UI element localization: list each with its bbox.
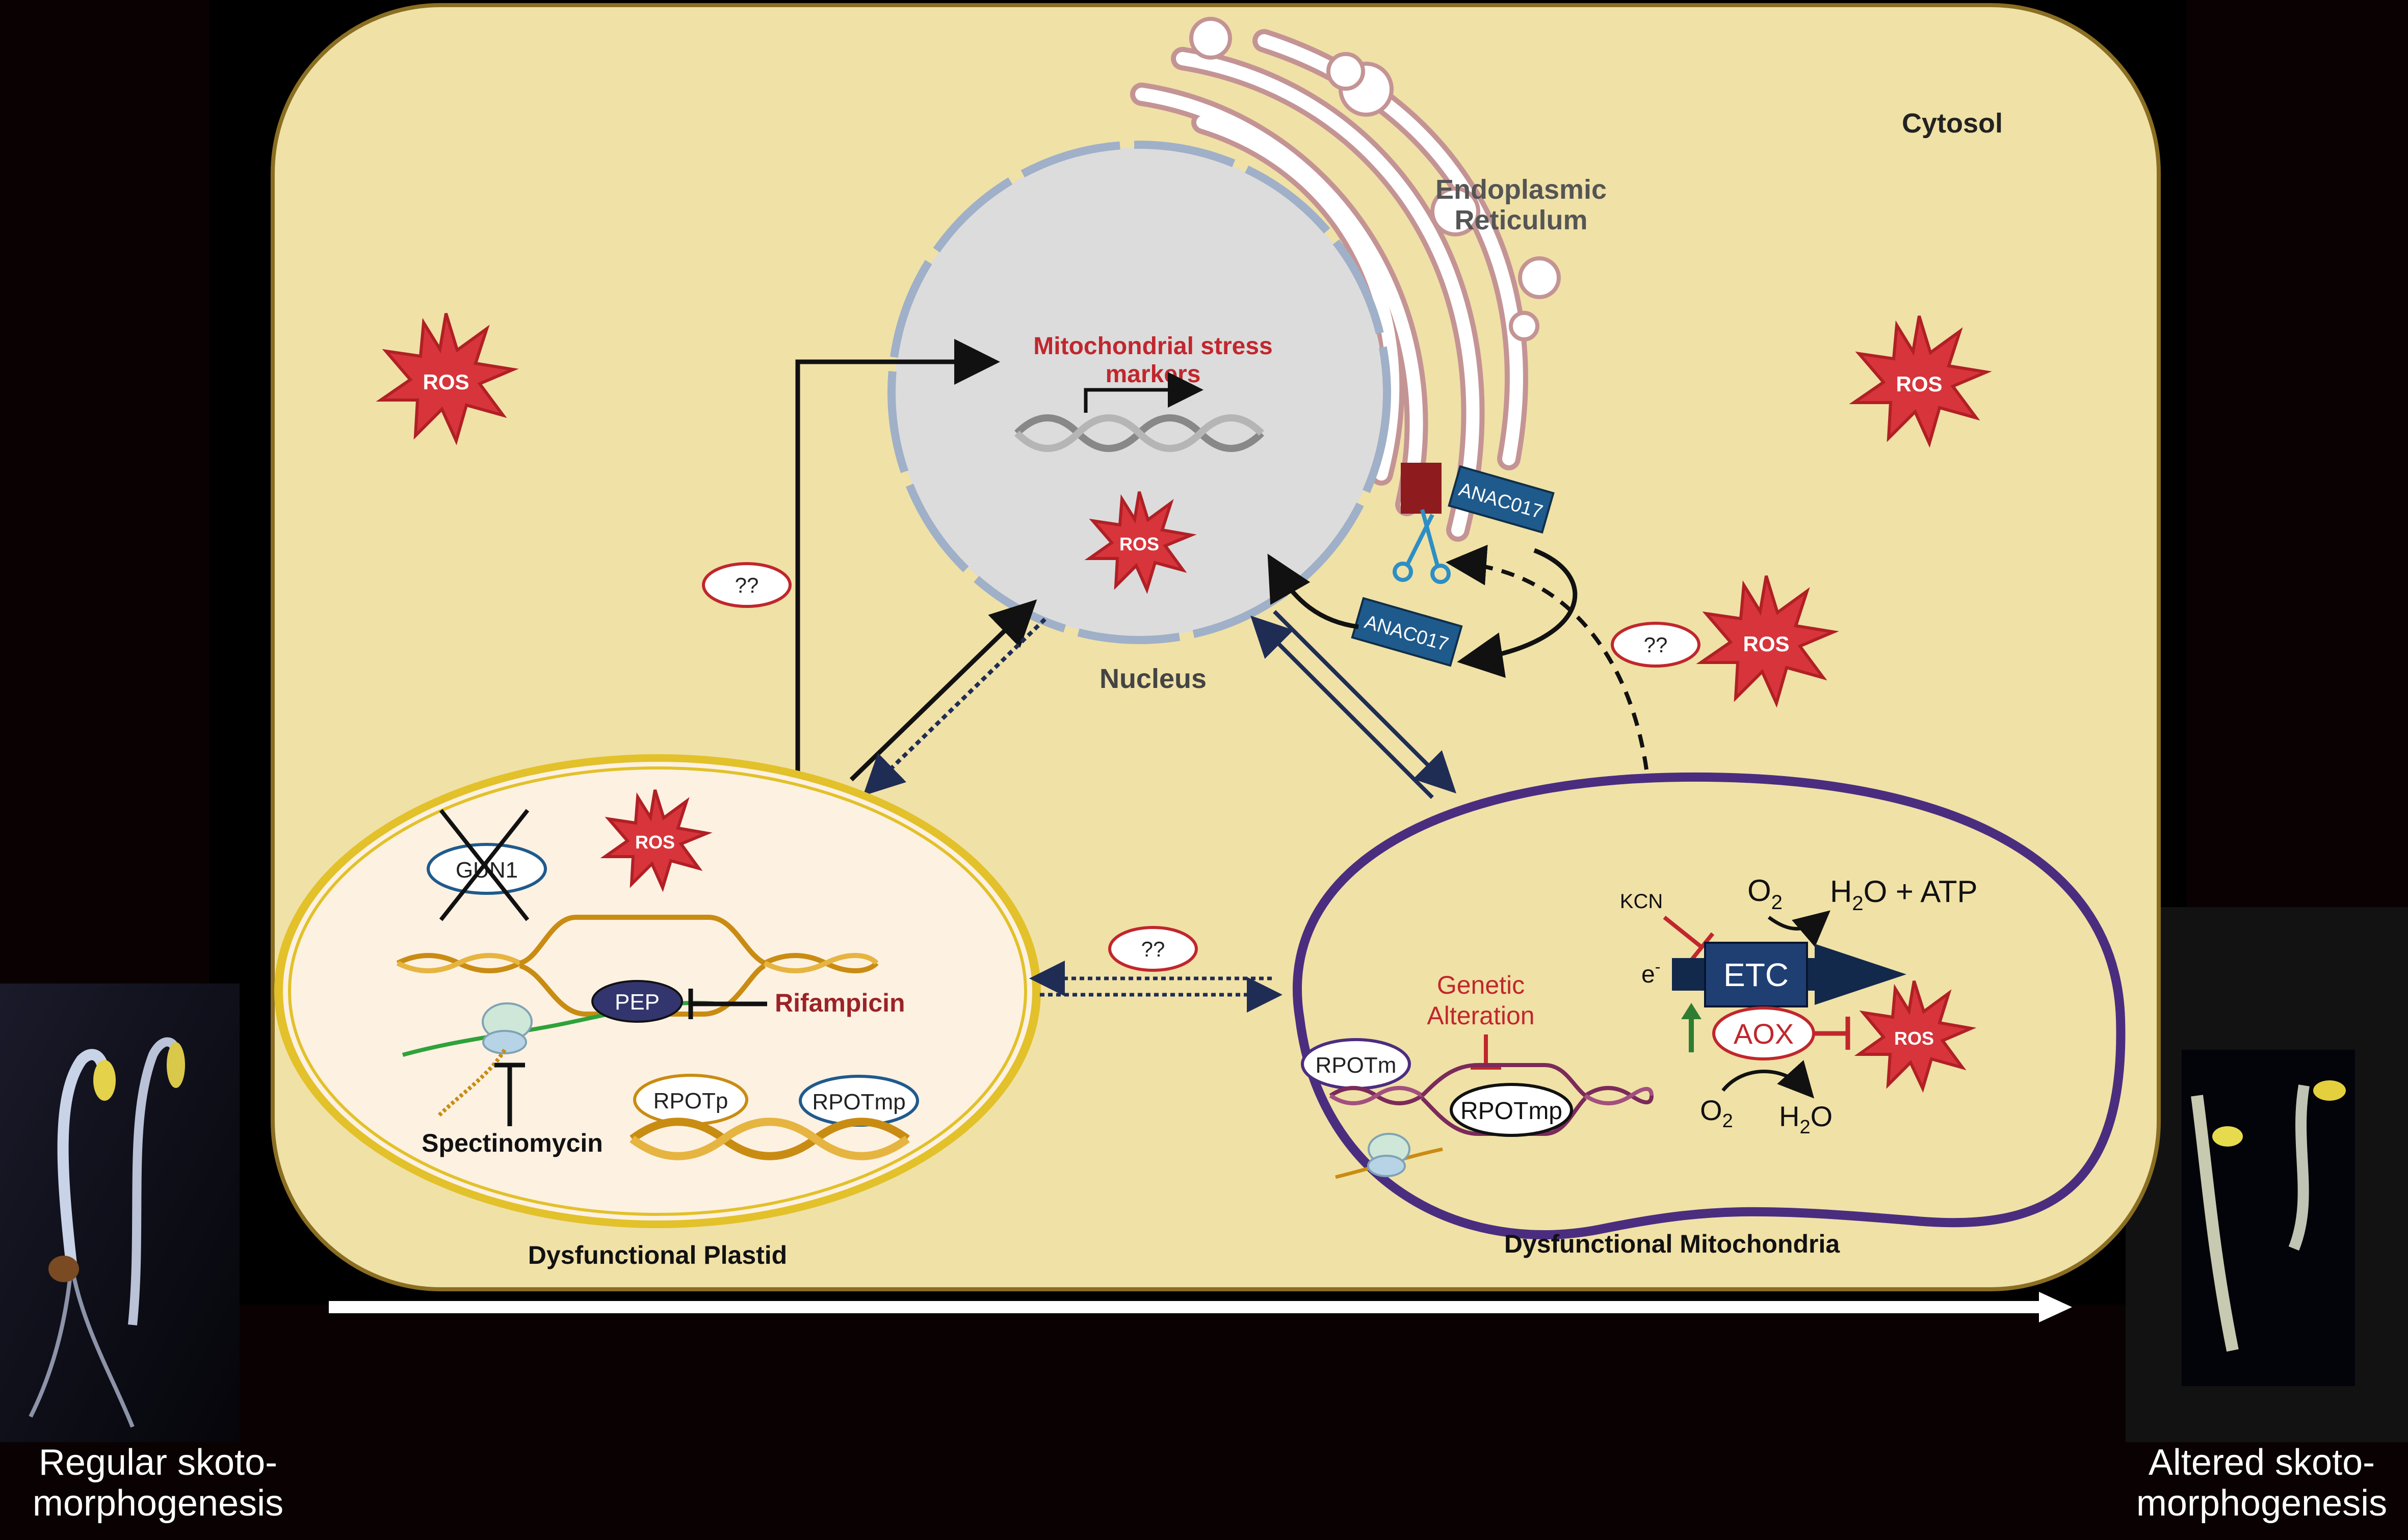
svg-text:RPOTmp: RPOTmp: [812, 1090, 905, 1114]
aox-ros-inhibition: [1815, 1017, 1850, 1050]
anac-release-arrow: [1457, 548, 1578, 678]
ros-burst-nucleus: ROS: [1084, 491, 1197, 594]
development-arrow-head: [2039, 1292, 2072, 1322]
ribosome-icon-mito: [1367, 1133, 1410, 1177]
svg-text:ROS: ROS: [1896, 372, 1942, 396]
mito-to-nucleus-arrow: [1250, 616, 1434, 799]
aox-label: AOX: [1712, 1006, 1815, 1060]
altered-caption: Altered skoto- morphogenesis: [2115, 1442, 2408, 1524]
svg-text:ROS: ROS: [423, 370, 469, 394]
svg-text:??: ??: [735, 573, 759, 597]
svg-text:ROS: ROS: [1894, 1028, 1934, 1049]
svg-text:RPOTmp: RPOTmp: [1460, 1098, 1562, 1125]
regular-caption-line1: Regular skoto-: [38, 1442, 278, 1483]
spectinomycin-label: Spectinomycin: [422, 1129, 603, 1157]
svg-text:??: ??: [1644, 633, 1668, 657]
rpotp-label: RPOTp: [633, 1074, 748, 1126]
svg-text:PEP: PEP: [615, 990, 660, 1015]
aox-reduction-arrow: [1721, 1060, 1815, 1099]
svg-text:ROS: ROS: [1119, 534, 1159, 554]
altered-seedling-photo: [2126, 907, 2408, 1442]
er-label-line2: Reticulum: [1454, 205, 1587, 235]
unknown-signal-mito-er: ??: [1611, 622, 1700, 668]
kcn-inhibition: [1663, 915, 1715, 962]
svg-text:RPOTp: RPOTp: [653, 1088, 728, 1113]
plastid-title: Dysfunctional Plastid: [528, 1241, 787, 1269]
ros-burst-mito: ROS: [1854, 980, 1977, 1093]
svg-text:AOX: AOX: [1734, 1018, 1794, 1050]
genetic-alteration-line2: Alteration: [1427, 1001, 1534, 1030]
ros-burst-cytosol-right: ROS: [1849, 315, 1992, 448]
nucleus: [895, 148, 1384, 637]
plastid-retrograde-arrow: [795, 339, 1000, 833]
svg-text:??: ??: [1141, 937, 1165, 961]
spectinomycin-inhibition: [494, 1063, 525, 1126]
regular-caption: Regular skoto- morphogenesis: [0, 1442, 316, 1524]
cytosol-label: Cytosol: [1902, 108, 2003, 139]
rifampicin-label: Rifampicin: [775, 989, 905, 1017]
o2-bottom-label: O2: [1700, 1094, 1733, 1132]
plastid-to-nucleus-arrow: [849, 599, 1037, 782]
electron-label: e-: [1641, 958, 1660, 988]
anac-to-nucleus-arrow: [1267, 553, 1359, 629]
genetic-alteration-inhibition: [1471, 1034, 1501, 1070]
regular-seedling-photo: [0, 984, 240, 1442]
nucleus-label: Nucleus: [1100, 663, 1207, 694]
nuclear-dna-icon: [1014, 414, 1264, 452]
nuclear-envelope: [887, 141, 1391, 644]
unknown-signal-plastid-mito: ??: [1108, 926, 1198, 972]
mito-stress-label-line1: Mitochondrial stress: [1033, 333, 1272, 360]
ros-burst-mito-outside: ROS: [1696, 575, 1839, 708]
scissors-icon: [1393, 509, 1451, 584]
svg-text:ROS: ROS: [1743, 632, 1789, 656]
rpotmp-mito-label: RPOTmp: [1450, 1083, 1573, 1137]
nucleus-to-mito-arrow: [1273, 610, 1456, 793]
rifampicin-inhibition: [688, 989, 767, 1019]
mito-to-er-dashed-arrow: [1446, 544, 1648, 770]
altered-caption-line2: morphogenesis: [2136, 1483, 2388, 1524]
ribosome-icon-plastid: [437, 1002, 533, 1118]
er-label-line1: Endoplasmic: [1435, 174, 1607, 205]
svg-text:ROS: ROS: [635, 832, 675, 853]
etc-complex: ETC: [1672, 942, 1906, 1007]
kcn-label: KCN: [1620, 890, 1663, 913]
gun1-knockout: GUN1: [427, 809, 547, 921]
transcription-arrow: [1084, 372, 1203, 413]
svg-text:RPOTm: RPOTm: [1316, 1053, 1397, 1078]
plastid-dna-lower-icon: [630, 1118, 910, 1160]
h2o-bottom-label: H2O: [1779, 1100, 1833, 1138]
svg-text:ETC: ETC: [1723, 957, 1789, 993]
mito-stress-label-line2: markers: [1106, 361, 1201, 388]
o2-reduction-arrow: [1767, 910, 1830, 947]
genetic-alteration-line1: Genetic: [1437, 971, 1525, 999]
regular-caption-line2: morphogenesis: [32, 1483, 284, 1524]
er-anchor: [1401, 463, 1442, 514]
ros-burst-plastid: ROS: [600, 789, 713, 892]
rpotm-label: RPOTm: [1301, 1038, 1411, 1090]
ros-burst-cytosol-left: ROS: [376, 313, 519, 445]
nucleus-to-plastid-dotted-arrow: [862, 618, 1046, 796]
altered-caption-line1: Altered skoto-: [2148, 1442, 2375, 1483]
h2o-atp-label: H2O + ATP: [1830, 874, 1978, 915]
pep-polymerase: PEP: [591, 980, 683, 1023]
o2-top-label: O2: [1747, 873, 1783, 914]
mito-title: Dysfunctional Mitochondria: [1504, 1230, 1841, 1258]
unknown-signal-plastid-nucleus: ??: [702, 562, 792, 608]
